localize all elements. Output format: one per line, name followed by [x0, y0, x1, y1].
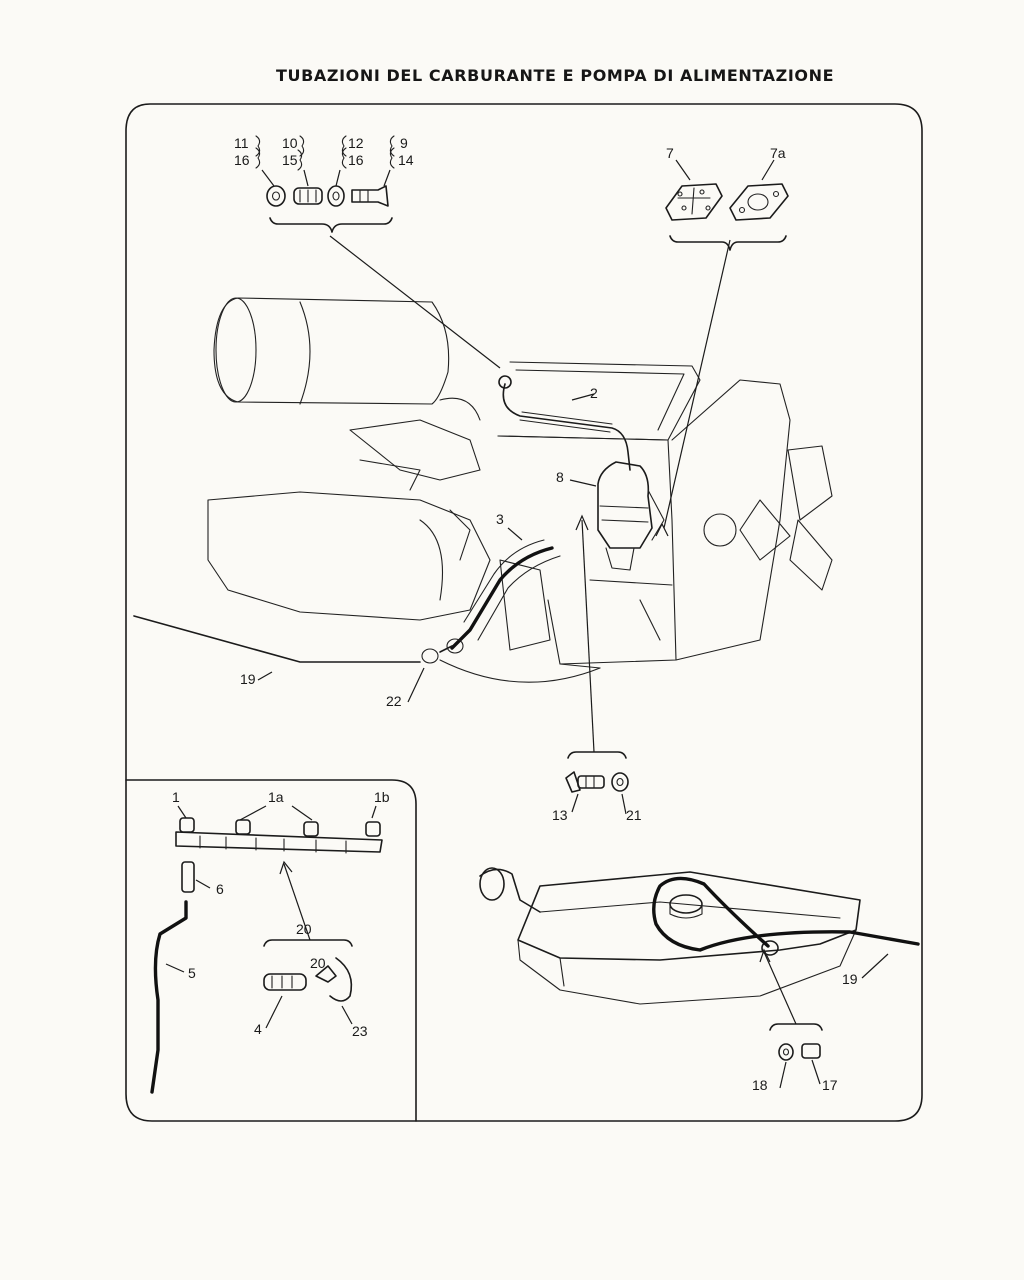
label-15: 15	[282, 152, 298, 168]
label-8: 8	[556, 469, 564, 485]
outer-frame	[125, 103, 923, 1122]
label-16-left: 16	[234, 152, 250, 168]
label-5: 5	[188, 965, 196, 981]
label-1b: 1b	[374, 789, 390, 805]
label-6: 6	[216, 881, 224, 897]
label-21: 21	[626, 807, 642, 823]
fuel-pipe-2	[502, 383, 631, 471]
label-18: 18	[752, 1077, 768, 1093]
tank-union-parts-group	[769, 1023, 823, 1089]
label-20-top: 20	[296, 921, 312, 937]
fuel-tank	[479, 867, 861, 1005]
fuel-pipe-19-front	[133, 615, 421, 663]
label-7: 7	[666, 145, 674, 161]
fuel-pump	[597, 461, 665, 571]
gaskets-group	[665, 159, 789, 251]
page-title: TUBAZIONI DEL CARBURANTE E POMPA DI ALIM…	[276, 66, 835, 85]
flex-hose-3	[450, 546, 554, 650]
label-2: 2	[590, 385, 598, 401]
label-1a: 1a	[268, 789, 284, 805]
small-parts-group-top	[255, 135, 395, 233]
label-13: 13	[552, 807, 568, 823]
engine-illustration	[207, 297, 833, 683]
label-17: 17	[822, 1077, 838, 1093]
banjo-parts-group	[565, 751, 629, 815]
label-3: 3	[496, 511, 504, 527]
inset-frame	[125, 779, 417, 1122]
label-1: 1	[172, 789, 180, 805]
fuel-pipe-19-rear	[652, 876, 920, 952]
label-19-front: 19	[240, 671, 256, 687]
label-16-right: 16	[348, 152, 364, 168]
label-14: 14	[398, 152, 414, 168]
label-19-rear: 19	[842, 971, 858, 987]
label-20-clip: 20	[310, 955, 326, 971]
fuel-rail-assembly	[150, 805, 383, 1094]
label-10: 10	[282, 135, 298, 151]
label-23: 23	[352, 1023, 368, 1039]
label-4: 4	[254, 1021, 262, 1037]
label-7a: 7a	[770, 145, 786, 161]
label-22: 22	[386, 693, 402, 709]
label-9: 9	[400, 135, 408, 151]
label-11: 11	[234, 135, 249, 151]
label-12: 12	[348, 135, 364, 151]
